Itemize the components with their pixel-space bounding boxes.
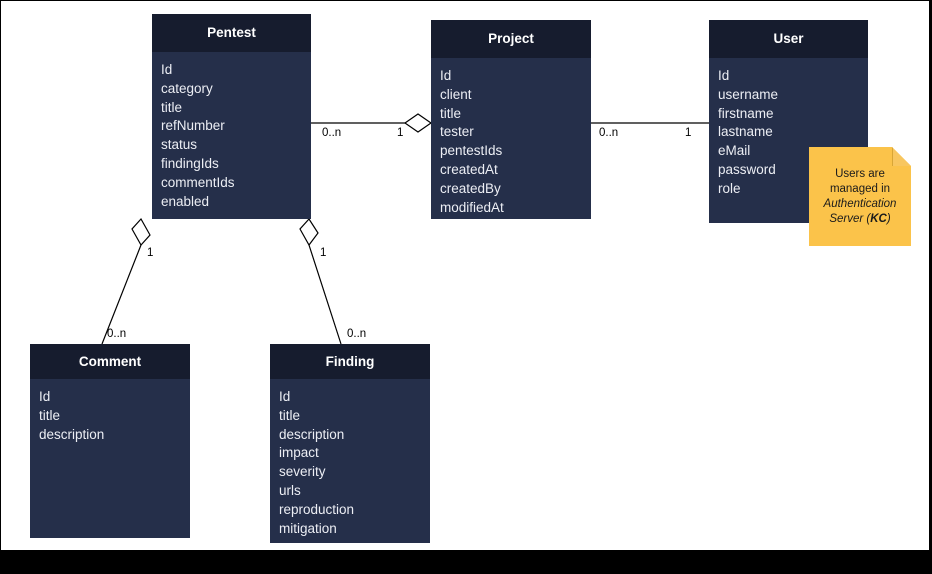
- multiplicity-pentest-comment-target: 0..n: [107, 328, 126, 340]
- attribute-item: modifiedAt: [440, 199, 504, 215]
- relation-line-pentest-comment: [101, 244, 142, 345]
- attribute-item: username: [718, 86, 779, 102]
- attribute-item: title: [39, 407, 61, 423]
- note-line-4-prefix: Server (: [829, 212, 871, 225]
- note-line-4-kc: KC: [870, 212, 887, 225]
- relation-pentest-comment: 1 0..n: [101, 217, 153, 345]
- attribute-item: category: [161, 80, 213, 96]
- class-box-project[interactable]: Project Id client title tester pentestId…: [431, 20, 591, 219]
- multiplicity-pentest-finding-source: 1: [320, 247, 326, 259]
- attribute-item: impact: [279, 445, 319, 461]
- class-title-project: Project: [431, 20, 591, 58]
- attribute-item: Id: [718, 68, 730, 83]
- relation-line-pentest-finding: [308, 244, 342, 345]
- attribute-item: role: [718, 180, 741, 196]
- aggregation-diamond-icon: [131, 217, 151, 247]
- attribute-item: enabled: [161, 193, 210, 209]
- relation-pentest-project: 0..n 1: [311, 113, 433, 139]
- attribute-item: commentIds: [161, 174, 235, 190]
- class-box-finding[interactable]: Finding Id title description impact seve…: [270, 344, 430, 543]
- multiplicity-pentest-project-target: 1: [397, 127, 403, 139]
- note-line-4-suffix: ): [886, 212, 891, 225]
- attribute-item: password: [718, 161, 776, 177]
- aggregation-diamond-icon: [299, 218, 319, 247]
- attribute-item: status: [161, 137, 198, 153]
- sticky-note-text: Users are managed in Authentication Serv…: [809, 147, 911, 246]
- class-attributes-project: Id client title tester pentestIds create…: [431, 58, 591, 217]
- attribute-item: lastname: [718, 124, 773, 140]
- diagram-canvas[interactable]: 0..n 1 0..n 1 1 0..n 1 0..n: [0, 0, 930, 551]
- class-title-pentest: Pentest: [152, 14, 311, 52]
- class-box-comment[interactable]: Comment Id title description: [30, 344, 190, 538]
- class-attributes-user: Id username firstname lastname eMail pas…: [709, 58, 868, 199]
- multiplicity-pentest-finding-target: 0..n: [347, 328, 366, 340]
- multiplicity-pentest-comment-source: 1: [147, 247, 153, 259]
- attribute-item: pentestIds: [440, 143, 503, 159]
- attribute-item: description: [279, 426, 345, 442]
- attribute-item: title: [440, 105, 462, 121]
- attribute-item: description: [39, 426, 105, 442]
- multiplicity-pentest-project-source: 0..n: [322, 127, 341, 139]
- class-title-user: User: [709, 20, 868, 58]
- attribute-item: mitigation: [279, 520, 337, 536]
- class-attributes-comment: Id title description: [30, 379, 190, 444]
- attribute-item: refNumber: [161, 118, 225, 134]
- note-line-3: Authentication: [823, 197, 897, 210]
- relation-pentest-finding: 1 0..n: [299, 218, 366, 345]
- attribute-item: Id: [161, 62, 173, 77]
- attribute-item: eMail: [718, 143, 751, 159]
- class-title-finding: Finding: [270, 344, 430, 379]
- sticky-note[interactable]: Users are managed in Authentication Serv…: [809, 147, 911, 246]
- attribute-item: Id: [39, 389, 51, 404]
- attribute-item: firstname: [718, 105, 774, 121]
- attribute-item: client: [440, 86, 472, 102]
- attribute-item: Id: [440, 68, 452, 83]
- attribute-item: severity: [279, 464, 326, 480]
- class-attributes-finding: Id title description impact severity url…: [270, 379, 430, 538]
- note-line-4: Server (KC): [829, 212, 890, 227]
- note-line-1: Users are: [835, 167, 885, 180]
- attribute-item: createdBy: [440, 180, 501, 196]
- aggregation-diamond-icon: [403, 113, 433, 133]
- attribute-item: reproduction: [279, 501, 355, 517]
- attribute-item: createdAt: [440, 161, 498, 177]
- attribute-item: Id: [279, 389, 291, 404]
- attribute-item: title: [279, 407, 301, 423]
- attribute-item: findingIds: [161, 155, 219, 171]
- attribute-item: urls: [279, 482, 301, 498]
- multiplicity-project-user-source: 0..n: [599, 127, 618, 139]
- class-box-pentest[interactable]: Pentest Id category title refNumber stat…: [152, 14, 311, 219]
- note-line-2: managed in: [829, 182, 891, 195]
- relation-project-user: 0..n 1: [591, 122, 709, 139]
- multiplicity-project-user-target: 1: [685, 127, 691, 139]
- attribute-item: title: [161, 99, 183, 115]
- class-attributes-pentest: Id category title refNumber status findi…: [152, 52, 311, 211]
- attribute-item: tester: [440, 124, 474, 140]
- class-title-comment: Comment: [30, 344, 190, 379]
